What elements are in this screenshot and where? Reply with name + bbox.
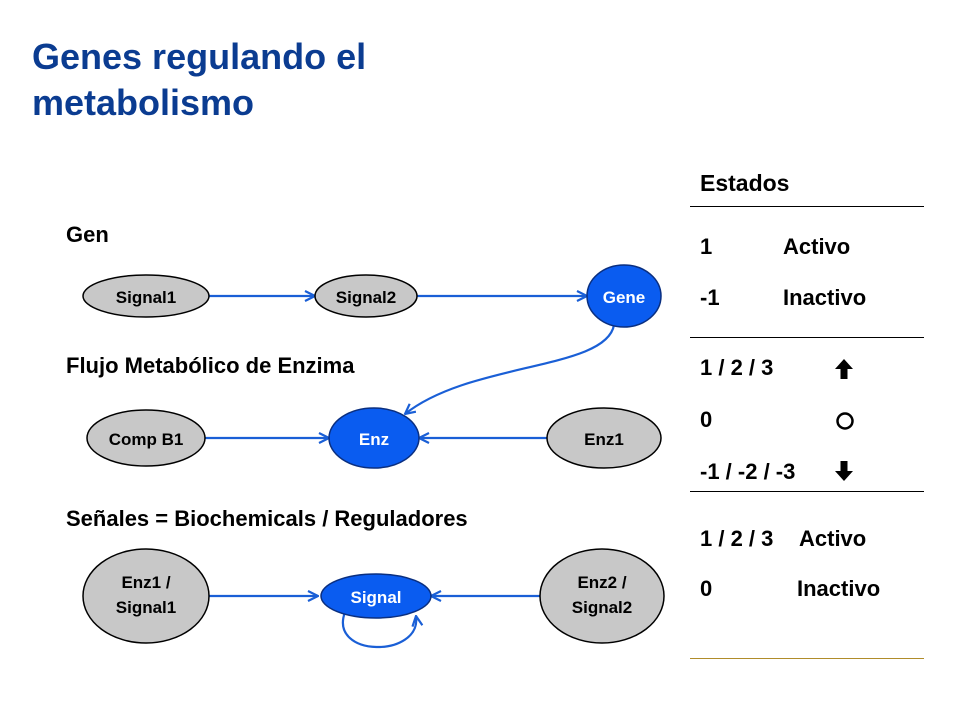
node-enz1: Enz1 — [546, 407, 662, 469]
state-value: -1 — [700, 285, 720, 310]
state-value: 1 / 2 / 3 — [700, 526, 774, 551]
node-enz2-signal2-line2: Signal2 — [572, 598, 632, 617]
node-enz-label: Enz — [359, 430, 389, 449]
node-enz1-label: Enz1 — [584, 430, 624, 449]
state-value: 1 / 2 / 3 — [700, 355, 774, 380]
node-signal1-label: Signal1 — [116, 288, 176, 307]
section-label-flujo: Flujo Metabólico de Enzima — [66, 353, 355, 378]
node-signal-label: Signal — [350, 588, 401, 607]
state-label: Activo — [799, 526, 867, 551]
section-label-senales: Señales = Biochemicals / Reguladores — [66, 506, 468, 531]
node-gene-label: Gene — [603, 288, 646, 307]
state-label: Activo — [783, 234, 851, 259]
state-value: 1 — [700, 234, 713, 259]
state-value: 0 — [700, 407, 713, 432]
edge-gene-enz — [405, 324, 616, 414]
node-enz2-signal2-line1: Enz2 / — [577, 573, 626, 592]
node-enz1-signal1-line1: Enz1 / — [121, 573, 170, 592]
page-title: Genes regulando el metabolismo — [32, 34, 366, 126]
circle-icon — [836, 412, 854, 430]
table-divider — [690, 206, 924, 207]
state-value: 0 — [700, 576, 713, 601]
table-divider — [690, 491, 924, 492]
node-signal1: Signal1 — [82, 274, 210, 318]
edge-signal-self-loop — [341, 611, 416, 649]
section-label-gen: Gen — [66, 222, 109, 247]
title-line-2: metabolismo — [32, 82, 255, 123]
arrow-up-icon — [835, 359, 853, 379]
node-enz: Enz — [328, 407, 420, 469]
edges — [205, 296, 616, 649]
node-signal2: Signal2 — [314, 274, 418, 318]
states-header: Estados — [700, 170, 790, 196]
node-comp-b1-label: Comp B1 — [109, 430, 184, 449]
arrow-down-icon — [835, 461, 853, 481]
node-enz1-signal1-line2: Signal1 — [116, 598, 176, 617]
node-comp-b1: Comp B1 — [86, 409, 206, 467]
state-value: -1 / -2 / -3 — [700, 459, 796, 484]
node-signal: Signal — [320, 573, 432, 619]
title-line-1: Genes regulando el — [32, 36, 367, 77]
node-gene: Gene — [586, 264, 662, 328]
table-divider — [690, 658, 924, 659]
state-label: Inactivo — [783, 285, 867, 310]
node-enz1-signal1: Enz1 / Signal1 — [82, 548, 210, 644]
state-label: Inactivo — [797, 576, 881, 601]
node-signal2-label: Signal2 — [336, 288, 396, 307]
table-divider — [690, 337, 924, 338]
node-enz2-signal2: Enz2 / Signal2 — [539, 548, 665, 644]
